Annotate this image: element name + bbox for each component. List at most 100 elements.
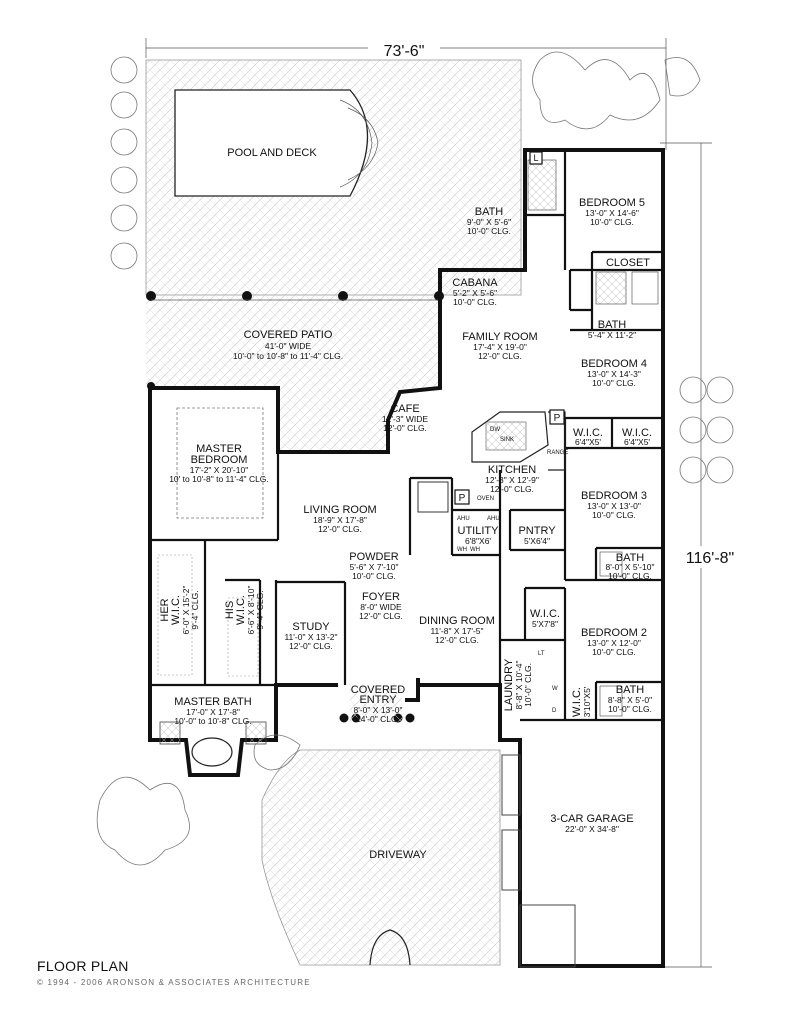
water-heater-tag-1: WH — [457, 547, 467, 553]
cafe-label: CAFE — [390, 403, 419, 415]
dining-room-ceiling: 12'-0" CLG. — [435, 635, 479, 645]
patio-paving — [146, 295, 440, 452]
her-wic-dims: 6'-0" X 15'-2" — [181, 586, 191, 635]
dining-room-dims: 11'-8" X 17'-5" — [430, 626, 483, 636]
bedroom2-label: BEDROOM 2 — [581, 627, 647, 639]
range-tag: RANGE — [547, 450, 568, 456]
ahu-tag-2: AHU — [487, 516, 500, 522]
garage-doors — [501, 754, 576, 968]
kitchen-label: KITCHEN — [488, 464, 536, 476]
laundry-text: LAUNDRY 8'-8" X 10'-4" 10'-0" CLG. — [503, 658, 533, 711]
pantry-tag-1: P — [554, 413, 561, 424]
foyer-ceiling: 12'-0" CLG. — [359, 611, 403, 621]
master-bedroom-dims: 17'-2" X 20'-10" — [190, 465, 248, 475]
wic-d-text: W.I.C. 3'10"X5' — [571, 686, 592, 717]
study-dims: 11'-0" X 13'-2" — [284, 632, 337, 642]
his-wic-ceiling: 9'-4" CLG. — [255, 590, 265, 629]
cabana-dims: 5'-2" X 5'-6" — [453, 288, 497, 298]
living-room-dims: 18'-9" X 17'-8" — [313, 515, 367, 525]
bedroom3-ceiling: 10'-0" CLG. — [592, 510, 636, 520]
kitchen-ceiling: 12'-0" CLG. — [490, 484, 534, 494]
master-bedroom-ceiling: 10' to 10'-8" to 11'-4" CLG. — [169, 474, 269, 484]
dryer-tag: D — [552, 708, 557, 714]
cabana-ceiling: 10'-0" CLG. — [453, 297, 497, 307]
bedroom5-dims: 13'-0" X 14'-6" — [585, 208, 639, 218]
study-ceiling: 12'-0" CLG. — [289, 641, 333, 651]
tray-ceiling — [176, 407, 264, 519]
pool-label: POOL AND DECK — [227, 147, 317, 159]
wic-d-dims: 3'10"X5' — [582, 686, 592, 717]
bath-b2-label: BATH — [616, 684, 645, 696]
dishwasher-tag: DW — [490, 427, 500, 433]
her-wic-label-2: W.I.C. — [170, 595, 182, 625]
bedroom3-label: BEDROOM 3 — [581, 490, 647, 502]
bath-b3-dims: 8'-0" X 5'-10" — [606, 562, 655, 572]
laundry-ceiling: 10'-0" CLG. — [523, 663, 533, 707]
family-room-label: FAMILY ROOM — [462, 331, 537, 343]
covered-patio-label: COVERED PATIO — [244, 329, 333, 341]
bedroom4-dims: 13'-0" X 14'-3" — [587, 369, 641, 379]
bedroom4-ceiling: 10'-0" CLG. — [592, 378, 636, 388]
kitchen-dims: 12'-3" X 12'-9" — [485, 475, 539, 485]
pantry-tag-2: P — [459, 493, 466, 504]
living-room-ceiling: 12'-0" CLG. — [318, 524, 362, 534]
driveway-paving — [261, 749, 501, 966]
wic-a-dims: 6'4"X5' — [575, 437, 601, 447]
pantry-dims: 5'X6'4" — [524, 536, 550, 546]
his-wic-label: HIS — [224, 601, 236, 619]
pool — [174, 89, 369, 197]
family-room-ceiling: 12'-0" CLG. — [478, 351, 522, 361]
bathtub — [191, 737, 233, 767]
pantry-label: PNTRY — [518, 525, 556, 537]
wic-c-dims: 5'X7'8" — [532, 619, 558, 629]
garage-label: 3-CAR GARAGE — [550, 813, 633, 825]
sink-tag: SINK — [500, 437, 514, 443]
cafe-ceiling: 12'-0" CLG. — [383, 423, 427, 433]
covered-patio-dims: 41'-0" WIDE — [265, 341, 312, 351]
his-wic-text: HIS W.I.C. 6'-6" X 8'-10" 9'-4" CLG. — [224, 586, 265, 635]
laundry-tub-tag: LT — [538, 651, 545, 657]
bath-b2-dims: 8'-8" X 5'-0" — [608, 695, 652, 705]
master-bath-ceiling: 10'-0" to 10'-8" CLG. — [174, 716, 251, 726]
bedroom2-dims: 13'-0" X 12'-0" — [587, 638, 641, 648]
powder-ceiling: 10'-0" CLG. — [352, 571, 396, 581]
closet-label: CLOSET — [606, 257, 650, 269]
wic-b-label: W.I.C. — [622, 427, 652, 439]
bedroom3-dims: 13'-0" X 13'-0" — [587, 501, 641, 511]
wic-c-label: W.I.C. — [530, 608, 560, 620]
laundry-label: LAUNDRY — [503, 658, 515, 711]
utility-dims: 6'8"X6' — [465, 536, 491, 546]
covered-patio-ceiling: 10'-0" to 10'-8" to 11'-4" CLG. — [233, 351, 343, 361]
depth-dimension: 116'-8" — [686, 550, 734, 567]
bath-b4-label: BATH — [598, 319, 627, 331]
powder-dims: 5'-6" X 7'-10" — [350, 562, 399, 572]
ahu-tag-1: AHU — [457, 516, 470, 522]
covered-entry-label-2: ENTRY — [359, 694, 397, 706]
linen-tag: L — [533, 153, 538, 163]
his-wic-dims: 6'-6" X 8'-10" — [246, 586, 256, 635]
wic-d-label: W.I.C. — [571, 687, 583, 717]
laundry-dims: 8'-8" X 10'-4" — [514, 661, 524, 710]
car-outline — [369, 929, 411, 966]
landscaping — [96, 51, 734, 866]
covered-entry-dims: 8'-0" X 13'-0" — [354, 705, 403, 715]
covered-entry-ceiling: 14'-0" CLG. — [356, 714, 400, 724]
covered-entry-label: COVERED — [351, 684, 405, 696]
master-bath-label: MASTER BATH — [174, 696, 251, 708]
master-bath-dims: 17'-0" X 17'-8" — [186, 707, 240, 717]
study-label: STUDY — [292, 621, 330, 633]
her-wic-text: HER W.I.C. 6'-0" X 15'-2" 9'-4" CLG. — [159, 586, 200, 635]
powder-label: POWDER — [349, 551, 399, 563]
water-heater-tag-2: WH — [470, 547, 480, 553]
foyer-dims: 8'-0" WIDE — [360, 602, 402, 612]
bath-top-dims: 9'-0" X 5'-6" — [467, 217, 511, 227]
bath-b3-ceiling: 10'-0" CLG. — [608, 571, 652, 581]
utility-label: UTILITY — [458, 525, 500, 537]
floor-plan-title: FLOOR PLAN — [37, 958, 129, 974]
dining-room-label: DINING ROOM — [419, 615, 495, 627]
bath-b3-label: BATH — [616, 552, 645, 564]
bath-top-label: BATH — [475, 206, 504, 218]
bedroom5-ceiling: 10'-0" CLG. — [590, 217, 634, 227]
copyright-notice: © 1994 - 2006 ARONSON & ASSOCIATES ARCHI… — [37, 978, 311, 987]
